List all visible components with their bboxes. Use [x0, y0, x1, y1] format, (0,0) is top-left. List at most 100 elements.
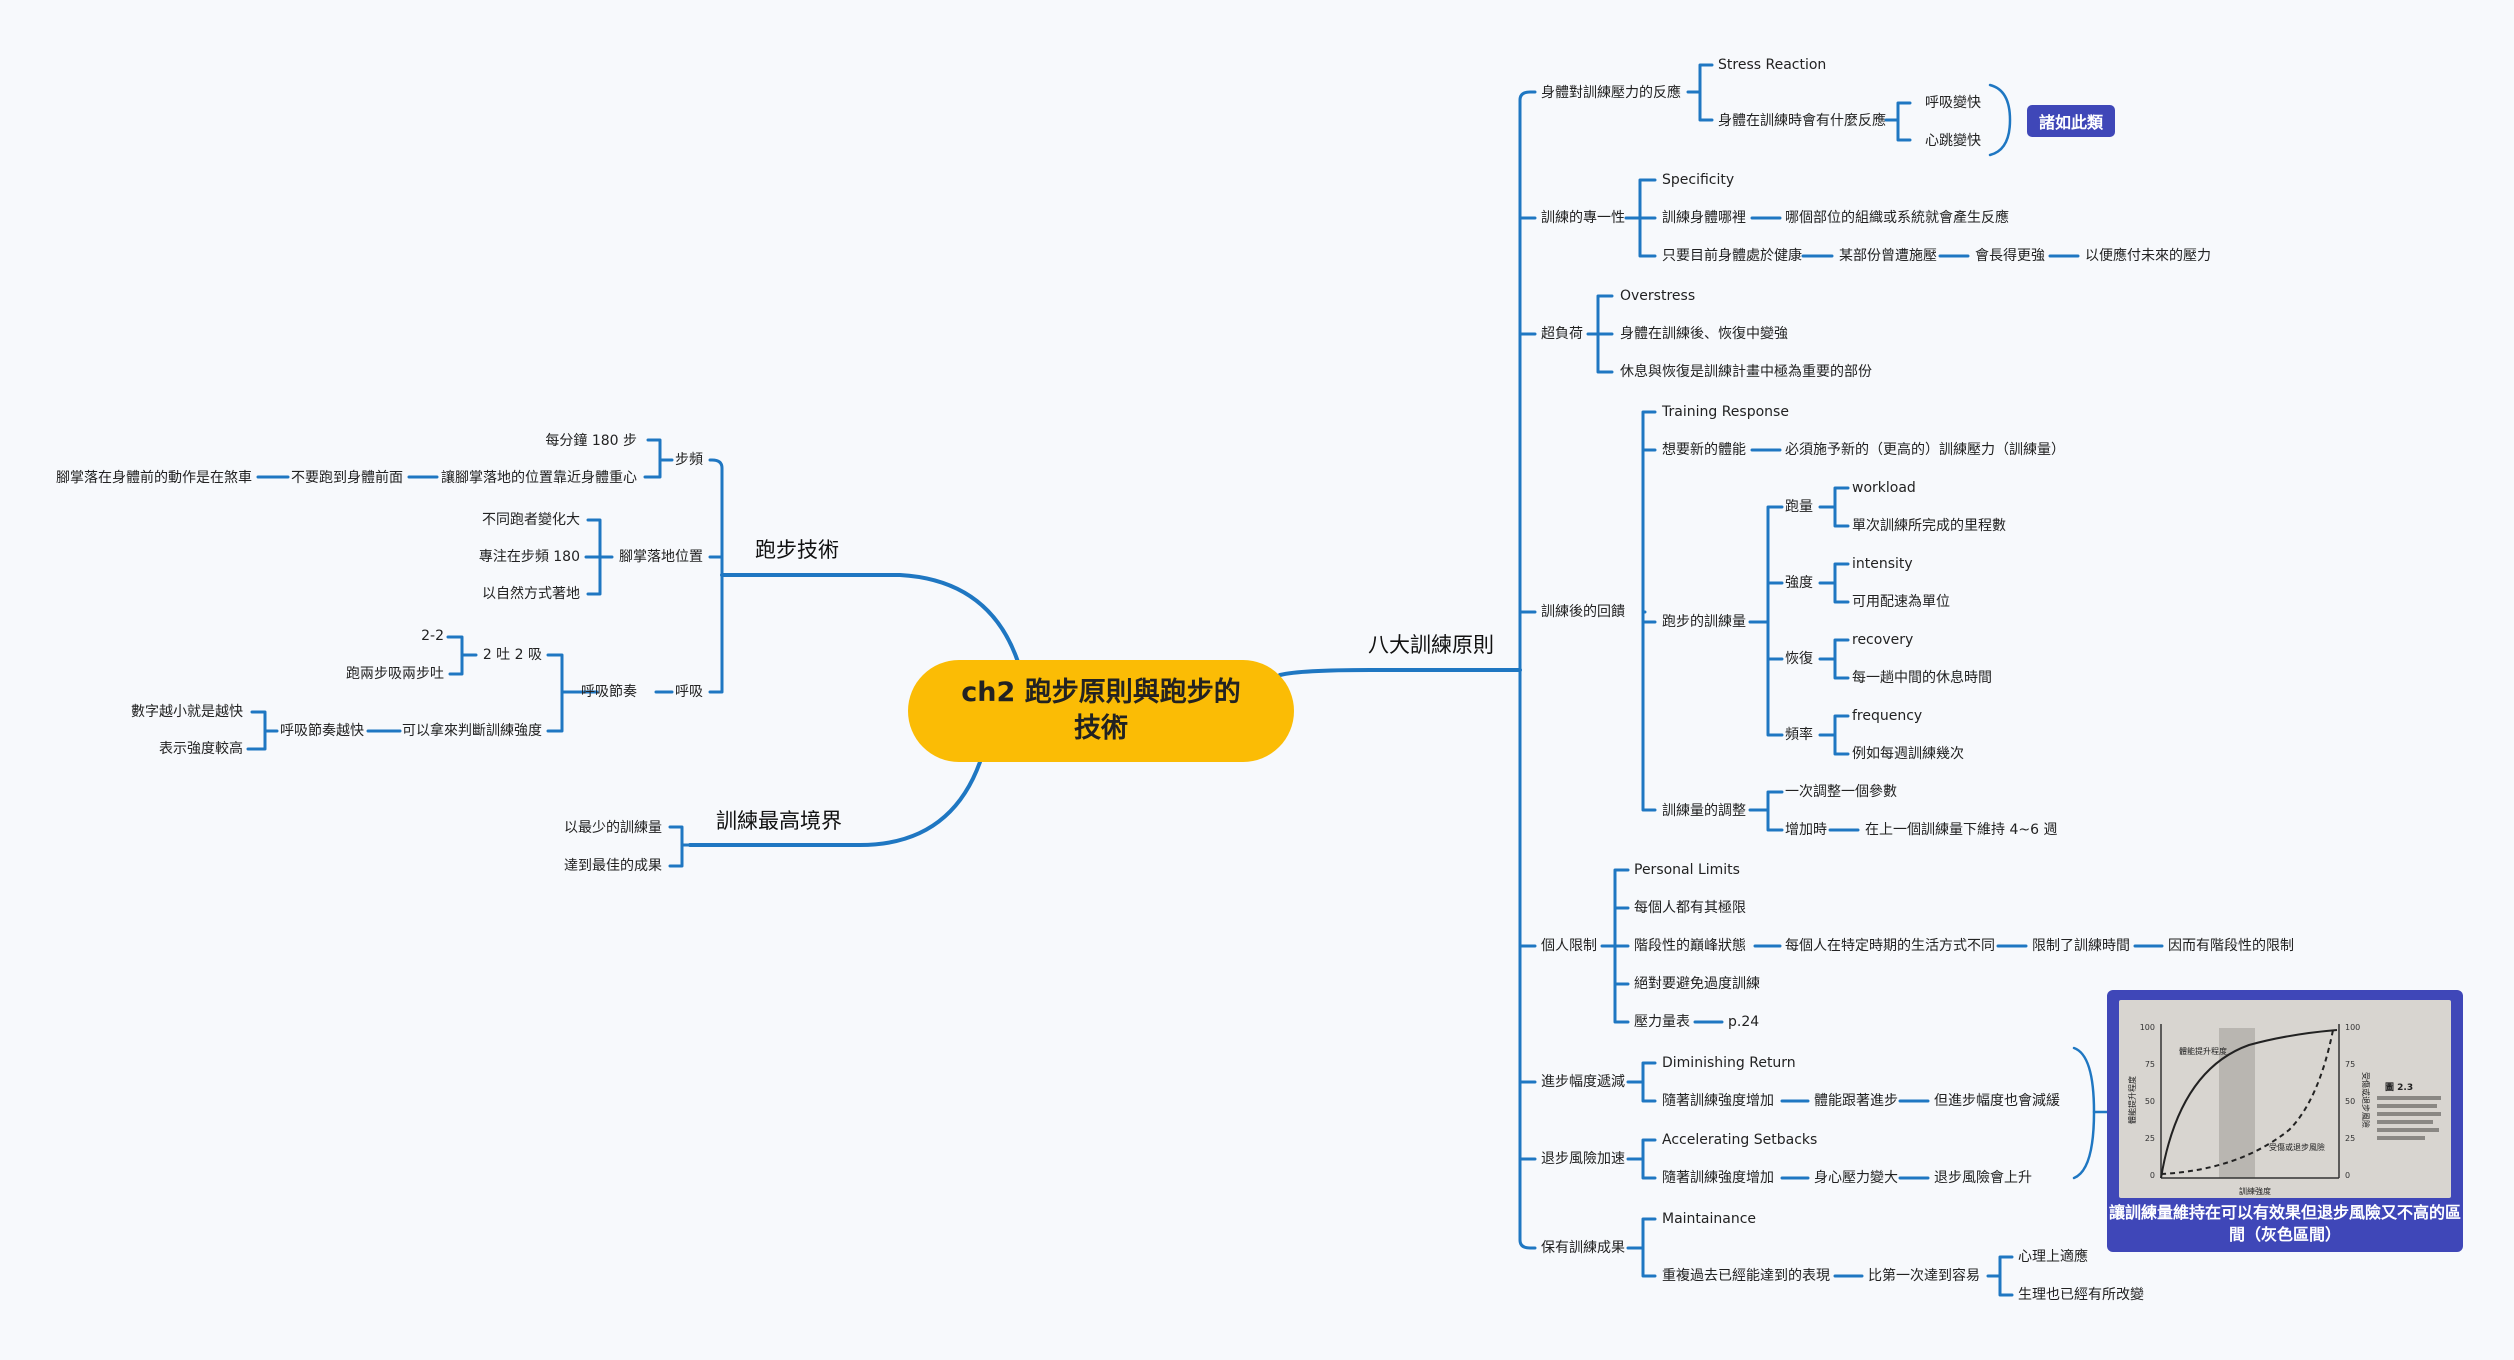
node-personal-limits-zh[interactable]: 個人限制 [1541, 938, 1597, 954]
node-lifestyle[interactable]: 每個人在特定時期的生活方式不同 [1785, 938, 1995, 954]
node-maintain-zh[interactable]: 保有訓練成果 [1541, 1240, 1625, 1256]
node-focus-180[interactable]: 專注在步頻 180 [478, 549, 580, 565]
node-higher-intensity[interactable]: 表示強度較高 [159, 741, 243, 757]
node-stress-reaction[interactable]: Stress Reaction [1718, 57, 1827, 73]
node-natural-landing[interactable]: 以自然方式著地 [482, 586, 580, 602]
node-when-increasing[interactable]: 增加時 [1785, 822, 1827, 838]
figure-grey-zone [2219, 1028, 2255, 1178]
node-stress-up[interactable]: 身心壓力變大 [1814, 1170, 1898, 1186]
node-180-steps[interactable]: 每分鐘 180 步 [545, 433, 637, 449]
branch-training-best[interactable]: 訓練最高境界 [716, 809, 842, 833]
node-repeat-past[interactable]: 重複過去已經能達到的表現 [1662, 1268, 1830, 1284]
node-intensity-up-1[interactable]: 隨著訓練強度增加 [1662, 1093, 1774, 1109]
branch-eight-principles[interactable]: 八大訓練原則 [1368, 633, 1494, 657]
node-heart-faster[interactable]: 心跳變快 [1925, 133, 1981, 149]
figure-callout[interactable]: 100 75 50 25 0 100 75 50 25 0 體能提升程度 受傷或… [2107, 990, 2463, 1252]
node-rest-important[interactable]: 休息與恢復是訓練計畫中極為重要的部份 [1620, 364, 1872, 380]
node-not-ahead[interactable]: 不要跑到身體前面 [291, 470, 403, 486]
node-fitness-up[interactable]: 體能跟著進步 [1814, 1093, 1898, 1109]
node-single-mileage[interactable]: 單次訓練所完成的里程數 [1852, 518, 2006, 534]
figure-tick-50: 50 [2145, 1097, 2155, 1106]
node-healthy[interactable]: 只要目前身體處於健康 [1662, 248, 1802, 264]
node-breath-faster[interactable]: 呼吸變快 [1925, 95, 1981, 111]
node-easier[interactable]: 比第一次達到容易 [1868, 1268, 1980, 1284]
node-breath-rhythm[interactable]: 呼吸節奏 [581, 684, 637, 700]
node-cadence[interactable]: 步頻 [675, 452, 703, 468]
node-stress-scale[interactable]: 壓力量表 [1634, 1014, 1690, 1030]
node-best-result[interactable]: 達到最佳的成果 [564, 858, 662, 874]
figure-tick-0: 0 [2150, 1171, 2155, 1180]
node-grow-stronger[interactable]: 會長得更強 [1975, 248, 2045, 264]
node-hold-weeks[interactable]: 在上一個訓練量下維持 4~6 週 [1865, 822, 2058, 838]
node-volume-adjust[interactable]: 訓練量的調整 [1662, 803, 1746, 819]
node-judge-intensity[interactable]: 可以拿來判斷訓練強度 [402, 723, 542, 739]
node-running-volume[interactable]: 跑步的訓練量 [1662, 614, 1746, 630]
central-topic-label: ch2 跑步原則與跑步的技術 [961, 677, 1241, 744]
node-foot-strike[interactable]: 腳掌落地位置 [619, 549, 703, 565]
node-2-2[interactable]: 2 吐 2 吸 [482, 647, 542, 663]
node-frequency-zh[interactable]: 頻率 [1785, 727, 1813, 743]
figure-label-fitness: 體能提升程度 [2179, 1046, 2227, 1056]
node-training-response[interactable]: Training Response [1662, 404, 1789, 420]
node-page-ref[interactable]: p.24 [1728, 1014, 1760, 1030]
node-specificity[interactable]: 訓練的專一性 [1541, 210, 1625, 226]
node-overload[interactable]: 超負荷 [1541, 326, 1583, 342]
node-braking[interactable]: 腳掌落在身體前的動作是在煞車 [56, 470, 252, 486]
node-two-step[interactable]: 跑兩步吸兩步吐 [346, 666, 444, 682]
node-risk-up[interactable]: 退步風險會上升 [1934, 1170, 2032, 1186]
node-setbacks[interactable]: Accelerating Setbacks [1662, 1132, 1818, 1148]
node-one-param[interactable]: 一次調整一個參數 [1785, 784, 1897, 800]
callout-etc[interactable]: 諸如此類 [2027, 105, 2115, 137]
figure-rtick-75: 75 [2345, 1060, 2355, 1069]
node-pace-unit[interactable]: 可用配速為單位 [1852, 594, 1950, 610]
node-tissue-react[interactable]: 哪個部位的組織或系統就會產生反應 [1785, 210, 2009, 226]
node-diminishing[interactable]: Diminishing Return [1662, 1055, 1796, 1071]
node-workload[interactable]: workload [1852, 480, 1916, 496]
node-stronger-recovery[interactable]: 身體在訓練後、恢復中變強 [1620, 326, 1788, 342]
figure-curve-risk [2160, 1029, 2334, 1175]
node-varies[interactable]: 不同跑者變化大 [482, 512, 580, 528]
node-breathing[interactable]: 呼吸 [675, 684, 703, 700]
node-mileage[interactable]: 跑量 [1785, 499, 1813, 515]
node-faster-rhythm[interactable]: 呼吸節奏越快 [280, 723, 364, 739]
node-training-feedback[interactable]: 訓練後的回饋 [1541, 604, 1625, 620]
figure-rtick-0: 0 [2345, 1171, 2350, 1180]
node-personal-limits[interactable]: Personal Limits [1634, 862, 1740, 878]
node-intensity-up-2[interactable]: 隨著訓練強度增加 [1662, 1170, 1774, 1186]
node-train-where[interactable]: 訓練身體哪裡 [1662, 210, 1746, 226]
branch-running-technique[interactable]: 跑步技術 [755, 538, 839, 562]
figure-ylabel-right: 受傷或退步風險 [2361, 1072, 2371, 1128]
node-smaller-faster[interactable]: 數字越小就是越快 [131, 704, 243, 720]
node-frequency[interactable]: frequency [1852, 708, 1923, 724]
node-specificity-en[interactable]: Specificity [1662, 172, 1735, 188]
node-rest-between[interactable]: 每一趟中間的休息時間 [1852, 670, 1992, 686]
node-diminishing-zh[interactable]: 進步幅度遞減 [1541, 1074, 1625, 1090]
node-phase-limit[interactable]: 因而有階段性的限制 [2168, 938, 2294, 954]
node-weekly-sessions[interactable]: 例如每週訓練幾次 [1852, 746, 1964, 762]
node-recovery-zh[interactable]: 恢復 [1785, 651, 1813, 667]
node-foot-near-center[interactable]: 讓腳掌落地的位置靠近身體重心 [441, 470, 637, 486]
central-topic[interactable]: ch2 跑步原則與跑步的技術 [908, 660, 1294, 762]
node-new-fitness[interactable]: 想要新的體能 [1662, 442, 1746, 458]
node-everyone-limit[interactable]: 每個人都有其極限 [1634, 900, 1746, 916]
node-future-stress[interactable]: 以便應付未來的壓力 [2085, 248, 2211, 264]
node-gain-slower[interactable]: 但進步幅度也會減緩 [1934, 1093, 2060, 1109]
node-setback-zh[interactable]: 退步風險加速 [1541, 1151, 1625, 1167]
node-least-volume[interactable]: 以最少的訓練量 [564, 820, 662, 836]
node-stress[interactable]: 身體對訓練壓力的反應 [1541, 85, 1681, 101]
node-mental-adapt[interactable]: 心理上適應 [2018, 1249, 2088, 1265]
node-intensity-zh[interactable]: 強度 [1785, 575, 1813, 591]
node-limit-time[interactable]: 限制了訓練時間 [2032, 938, 2130, 954]
node-overstress[interactable]: Overstress [1620, 288, 1696, 304]
node-intensity[interactable]: intensity [1852, 556, 1913, 572]
node-2-2-short[interactable]: 2-2 [421, 628, 444, 644]
node-physical-change[interactable]: 生理也已經有所改變 [2018, 1287, 2144, 1303]
node-maintainance[interactable]: Maintainance [1662, 1211, 1757, 1227]
figure-curve-fitness [2160, 1029, 2338, 1179]
node-higher-stress[interactable]: 必須施予新的（更高的）訓練壓力（訓練量） [1785, 442, 2065, 458]
node-recovery[interactable]: recovery [1852, 632, 1914, 648]
node-body-reaction[interactable]: 身體在訓練時會有什麼反應 [1718, 113, 1886, 129]
node-stressed-part[interactable]: 某部份曾遭施壓 [1839, 248, 1937, 264]
node-phase-peak[interactable]: 階段性的巔峰狀態 [1634, 938, 1746, 954]
node-avoid-overtrain[interactable]: 絕對要避免過度訓練 [1634, 976, 1760, 992]
